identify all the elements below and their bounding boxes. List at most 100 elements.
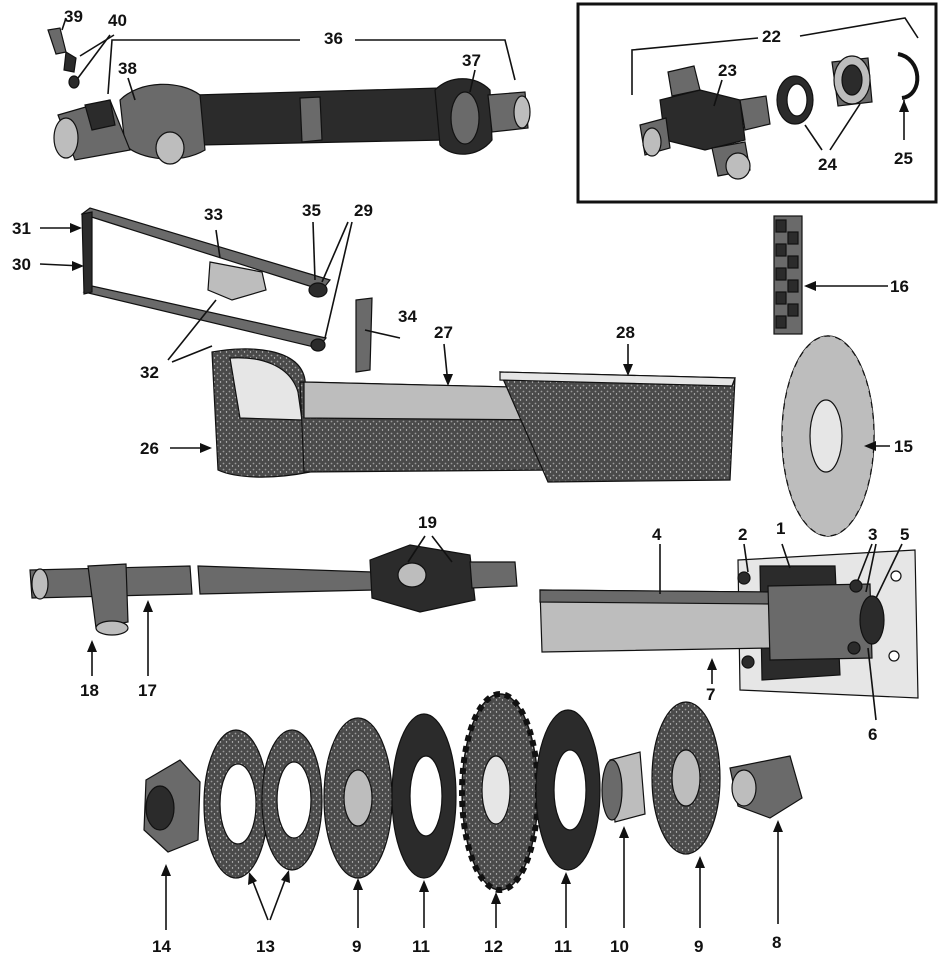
arrow-31 [70, 223, 82, 233]
leader-35 [312, 221, 316, 281]
frame-bottom-bar [82, 285, 328, 349]
shield-housing-highlight [229, 357, 303, 421]
label-6: 6 [868, 725, 877, 744]
arrow-15 [864, 441, 876, 451]
label-3: 3 [868, 525, 877, 544]
label-30: 30 [12, 255, 31, 274]
clip-34 [355, 297, 373, 373]
arrow-18 [87, 640, 97, 652]
clutch-disc-stack [143, 691, 803, 893]
bolt-3 [849, 579, 863, 593]
label-28: 28 [616, 323, 635, 342]
leader-23 [713, 79, 723, 107]
bearing-cup-needles [841, 64, 863, 96]
bottom-leaders [161, 820, 783, 930]
u-joint-19-eye [397, 562, 427, 588]
frame-bolt-35 [308, 282, 328, 298]
shaft-17-bore [31, 568, 49, 600]
label-23: 23 [718, 61, 737, 80]
label-29: 29 [354, 201, 373, 220]
part-labels: 39 40 38 36 37 22 23 24 25 31 30 33 35 2… [12, 7, 913, 956]
pressure-plate-9b-hub [671, 749, 701, 807]
arrow-17 [143, 600, 153, 612]
label-5: 5 [900, 525, 909, 544]
leader-32a [167, 299, 217, 361]
leader-24a [804, 124, 823, 151]
coupler-18-end [95, 620, 129, 636]
bracket-22-left [631, 37, 759, 95]
label-12: 12 [484, 937, 503, 956]
leader-34 [364, 329, 401, 339]
label-10: 10 [610, 937, 629, 956]
label-15: 15 [894, 437, 913, 456]
bolt-lower-right [847, 641, 861, 655]
bracket-22-right [799, 17, 919, 39]
cross-body [659, 89, 746, 151]
fitting-stem [63, 51, 77, 73]
leader-40a [77, 34, 111, 79]
spring-washer-13a-hole [219, 763, 257, 845]
shield-tube-28-edge [499, 371, 736, 387]
leader-19a [407, 535, 426, 563]
hole-upper [890, 570, 902, 582]
seal-24-hole [786, 83, 808, 117]
bracket-36-left [107, 39, 300, 95]
bolt-2 [737, 571, 751, 585]
label-8: 8 [772, 933, 781, 952]
label-38: 38 [118, 59, 137, 78]
universal-joint-inset [576, 2, 938, 204]
bolt-lower-left [741, 655, 755, 669]
label-34: 34 [398, 307, 417, 326]
sprocket-12-hub [481, 755, 511, 825]
label-33: 33 [204, 205, 223, 224]
frame-bolt-29 [310, 338, 326, 352]
grease-fitting-39 [47, 27, 67, 55]
inset-frame [576, 2, 938, 204]
grease-boss [84, 99, 116, 131]
right-yoke-body [450, 91, 480, 145]
label-37: 37 [462, 51, 481, 70]
label-2: 2 [738, 525, 747, 544]
bracket-36-right [355, 39, 516, 81]
shaft-band [299, 96, 323, 143]
frame-plate [207, 261, 267, 301]
arrow-26 [200, 443, 212, 453]
label-32: 32 [140, 363, 159, 382]
label-4: 4 [652, 525, 662, 544]
label-16: 16 [890, 277, 909, 296]
hole-lower [888, 650, 900, 662]
label-39: 39 [64, 7, 83, 26]
label-13: 13 [256, 937, 275, 956]
label-35: 35 [302, 201, 321, 220]
telescoping-shaft [29, 535, 518, 676]
label-17: 17 [138, 681, 157, 700]
leader-3a [857, 543, 873, 581]
label-11-right: 11 [554, 937, 572, 956]
hub-7 [767, 583, 873, 661]
leader-32b [171, 345, 213, 363]
sprocket-15-hub [809, 399, 843, 473]
leader-5 [875, 543, 903, 599]
leader-40b [79, 34, 115, 57]
leader-1 [781, 543, 791, 569]
arrow-7 [707, 658, 717, 670]
shaft-inner [197, 565, 375, 595]
leader-29b [324, 221, 353, 339]
arrow-25 [899, 100, 909, 112]
leader-29a [321, 221, 349, 283]
label-11-left: 11 [412, 937, 430, 956]
frame-end-bar [81, 211, 93, 295]
hub-8-bore [731, 769, 757, 807]
label-31: 31 [12, 219, 31, 238]
slip-clutch-assembly [539, 543, 919, 721]
label-1: 1 [776, 519, 785, 538]
label-36: 36 [324, 29, 343, 48]
arrow-28 [623, 364, 633, 376]
friction-disc-11b-hole [553, 749, 587, 831]
spring-washer-13b-hole [276, 761, 312, 839]
chain-and-sprocket [773, 215, 890, 537]
trunnion-bottom-end [725, 152, 751, 180]
label-26: 26 [140, 439, 159, 458]
coupler-18 [87, 563, 129, 629]
right-sleeve-bore [513, 95, 531, 129]
